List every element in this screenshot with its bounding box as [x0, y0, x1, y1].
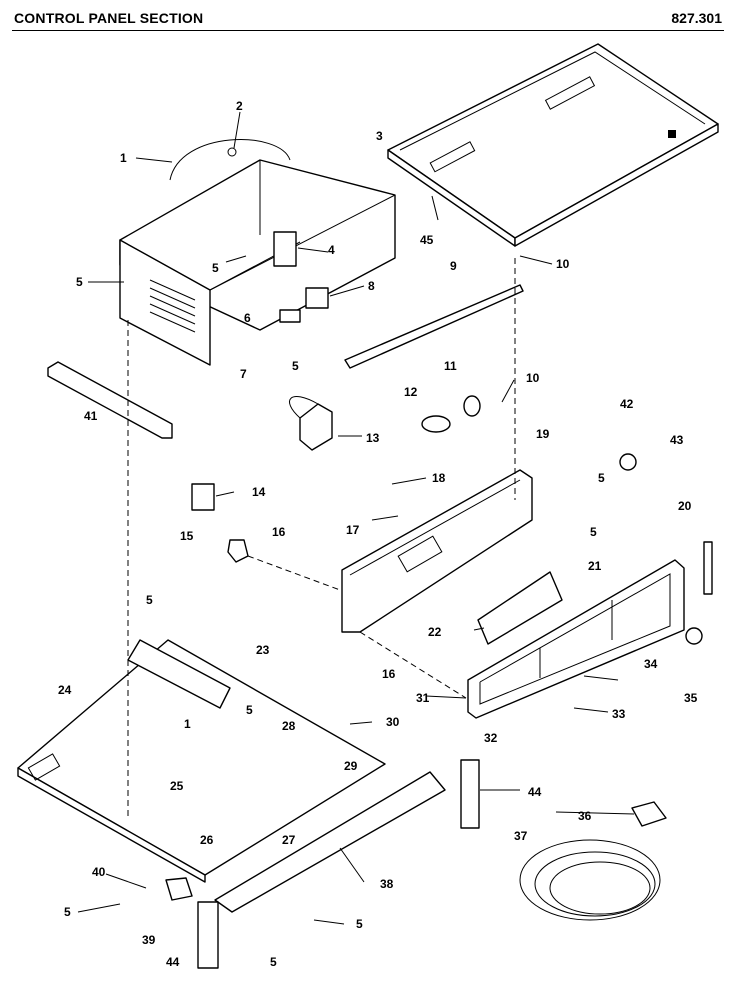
callout-41: 41: [84, 409, 98, 423]
callout-31: 31: [416, 691, 430, 705]
callout-37: 37: [514, 829, 528, 843]
front-control-panel: [467, 559, 685, 719]
callout-5c: 5: [292, 359, 299, 373]
callout-23: 23: [256, 643, 270, 657]
base-plate: [17, 639, 386, 883]
callout-10a: 10: [556, 257, 570, 271]
callout-5d: 5: [598, 471, 605, 485]
part-36: [631, 801, 667, 827]
callout-35: 35: [684, 691, 698, 705]
part-11: [463, 395, 481, 417]
callout-3: 3: [376, 129, 383, 143]
callout-21: 21: [588, 559, 602, 573]
wire-harness-37: [519, 839, 661, 921]
callout-labels: 1 2 3 4 5 5 5 5 5 5 5 5 5 6 7 8 9 10 10 …: [58, 99, 698, 969]
callout-27: 27: [282, 833, 296, 847]
switch-block: [273, 231, 297, 267]
strip-41: [47, 361, 173, 439]
part-35: [685, 627, 703, 645]
callout-8: 8: [368, 279, 375, 293]
part-42: [619, 453, 637, 471]
callout-5j: 5: [270, 955, 277, 969]
switch-14: [191, 483, 215, 511]
callout-42: 42: [620, 397, 634, 411]
callout-9: 9: [450, 259, 457, 273]
callout-15: 15: [180, 529, 194, 543]
callout-44a: 44: [528, 785, 542, 799]
callout-5f: 5: [146, 593, 153, 607]
callout-18: 18: [432, 471, 446, 485]
hidden-lines: [127, 258, 516, 820]
callout-11: 11: [444, 359, 457, 373]
bracket-6: [279, 309, 301, 323]
callout-25: 25: [170, 779, 184, 793]
callout-1: 1: [120, 151, 127, 165]
callout-2: 2: [236, 99, 243, 113]
callout-5b: 5: [212, 261, 219, 275]
callout-33: 33: [612, 707, 626, 721]
callout-13: 13: [366, 431, 380, 445]
callout-39: 39: [142, 933, 156, 947]
header-rule: [12, 30, 724, 31]
callout-4: 4: [328, 243, 335, 257]
part-20: [703, 541, 713, 595]
callout-43: 43: [670, 433, 684, 447]
callout-29: 29: [344, 759, 358, 773]
part-39: [165, 877, 193, 901]
terminal-block-13: [289, 396, 333, 451]
knob-15: [227, 539, 249, 563]
callout-34: 34: [644, 657, 658, 671]
callout-5h: 5: [64, 905, 71, 919]
callout-12: 12: [404, 385, 418, 399]
top-cover: [387, 43, 719, 247]
inner-control-panel: [341, 469, 533, 633]
callout-28: 28: [282, 719, 296, 733]
diagram-code: 827.301: [671, 10, 722, 26]
callout-16b: 16: [382, 667, 396, 681]
switch-8: [305, 287, 329, 309]
callout-30: 30: [386, 715, 400, 729]
callout-40: 40: [92, 865, 106, 879]
callout-5i: 5: [356, 917, 363, 931]
bar-9: [344, 284, 524, 369]
callout-17: 17: [346, 523, 360, 537]
callout-5a: 5: [76, 275, 83, 289]
callout-44b: 44: [166, 955, 180, 969]
callout-24: 24: [58, 683, 72, 697]
leader-lines: [77, 111, 635, 925]
callout-5g: 5: [246, 703, 253, 717]
part-12: [421, 415, 451, 433]
callout-5e: 5: [590, 525, 597, 539]
callout-20: 20: [678, 499, 692, 513]
callout-10b: 10: [526, 371, 540, 385]
callout-45: 45: [420, 233, 434, 247]
callout-6: 6: [244, 311, 251, 325]
callout-19: 19: [536, 427, 550, 441]
callout-38: 38: [380, 877, 394, 891]
callout-16a: 16: [272, 525, 286, 539]
bracket-44-left: [197, 901, 219, 969]
part-22: [477, 571, 563, 645]
callout-22: 22: [428, 625, 442, 639]
bracket-44-right: [460, 759, 480, 829]
callout-1b: 1: [184, 717, 191, 731]
callout-26: 26: [200, 833, 214, 847]
callout-7: 7: [240, 367, 247, 381]
rail-38: [214, 771, 446, 913]
callout-32: 32: [484, 731, 498, 745]
callout-36: 36: [578, 809, 592, 823]
control-housing: [119, 139, 396, 366]
callout-14: 14: [252, 485, 266, 499]
section-title: CONTROL PANEL SECTION: [14, 10, 204, 26]
